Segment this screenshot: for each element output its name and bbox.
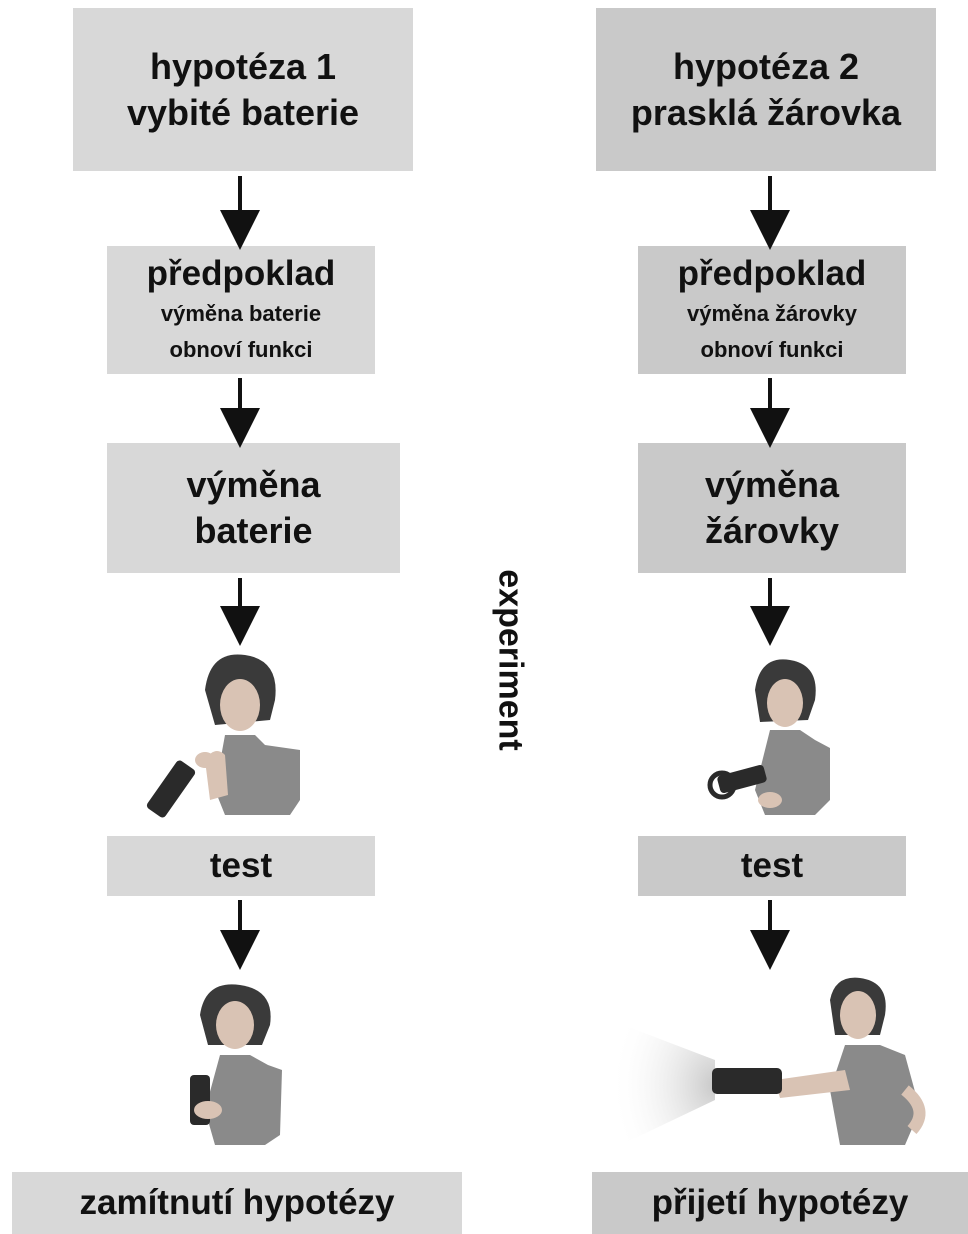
right-hypothesis-box: hypotéza 2 prasklá žárovka: [596, 8, 936, 171]
left-action-line2: baterie: [194, 510, 313, 551]
right-prediction-line2: obnoví funkci: [700, 337, 844, 362]
left-test-box: test: [107, 836, 375, 896]
left-prediction-line1: výměna baterie: [160, 301, 322, 326]
left-test-label: test: [209, 846, 273, 885]
person-illustration-right-result: [610, 977, 926, 1150]
right-action-box: výměna žárovky: [638, 443, 906, 573]
left-action-line1: výměna: [186, 464, 321, 505]
left-hypothesis-text: vybité baterie: [126, 91, 360, 133]
left-result-box: zamítnutí hypotézy: [12, 1172, 462, 1234]
right-result-label: přijetí hypotézy: [651, 1183, 909, 1222]
right-hypothesis-title: hypotéza 2: [672, 45, 860, 87]
right-prediction-box: předpoklad výměna žárovky obnoví funkci: [638, 246, 906, 374]
person-illustration-left-result: [190, 984, 282, 1145]
right-prediction-line1: výměna žárovky: [687, 301, 857, 326]
left-hypothesis-box: hypotéza 1 vybité baterie: [73, 8, 413, 171]
left-prediction-title: předpoklad: [146, 254, 336, 293]
left-hypothesis-title: hypotéza 1: [149, 45, 337, 87]
left-prediction-line2: obnoví funkci: [169, 337, 313, 362]
right-hypothesis-text: prasklá žárovka: [630, 91, 902, 133]
right-test-box: test: [638, 836, 906, 896]
left-result-label: zamítnutí hypotézy: [79, 1183, 395, 1222]
right-action-line1: výměna: [704, 464, 840, 505]
left-prediction-box: předpoklad výměna baterie obnoví funkci: [107, 246, 375, 374]
person-illustration-left-test: [146, 654, 300, 818]
right-result-box: přijetí hypotézy: [592, 1172, 968, 1234]
right-action-line2: žárovky: [704, 510, 840, 551]
right-prediction-title: předpoklad: [677, 254, 867, 293]
right-test-label: test: [740, 846, 804, 885]
person-illustration-right-test: [707, 659, 830, 815]
left-action-box: výměna baterie: [107, 443, 400, 573]
